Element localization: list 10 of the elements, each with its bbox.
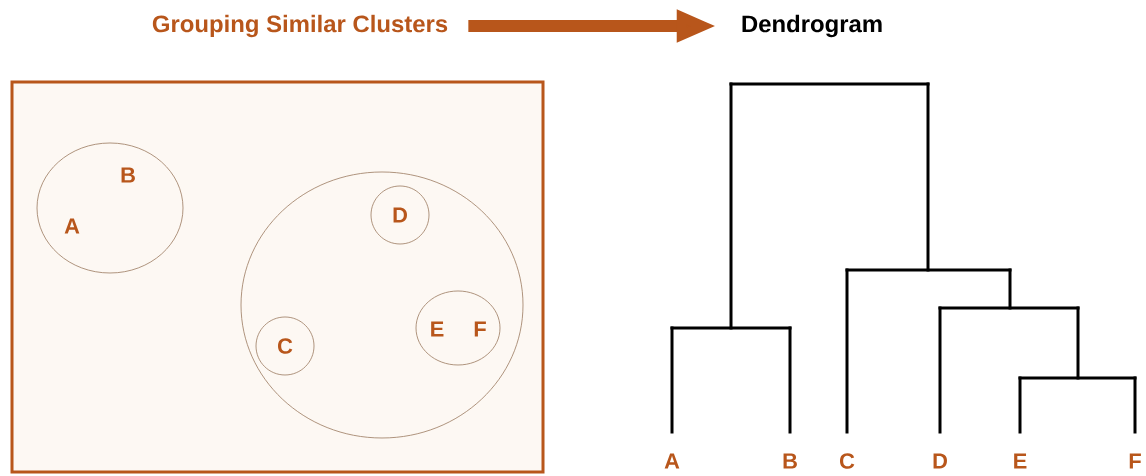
leaf-label: A bbox=[664, 453, 680, 469]
leaf-label: C bbox=[840, 453, 855, 469]
leaf-label: B bbox=[783, 453, 797, 469]
cluster-circle bbox=[240, 171, 524, 439]
leaf-label: F bbox=[1129, 453, 1141, 469]
leaf-label: D bbox=[933, 453, 947, 469]
leaf-label: E bbox=[1014, 453, 1027, 469]
heading: Dendrogram bbox=[742, 14, 882, 38]
panel-box bbox=[10, 80, 545, 474]
title: Grouping Similar Clusters bbox=[152, 14, 448, 38]
